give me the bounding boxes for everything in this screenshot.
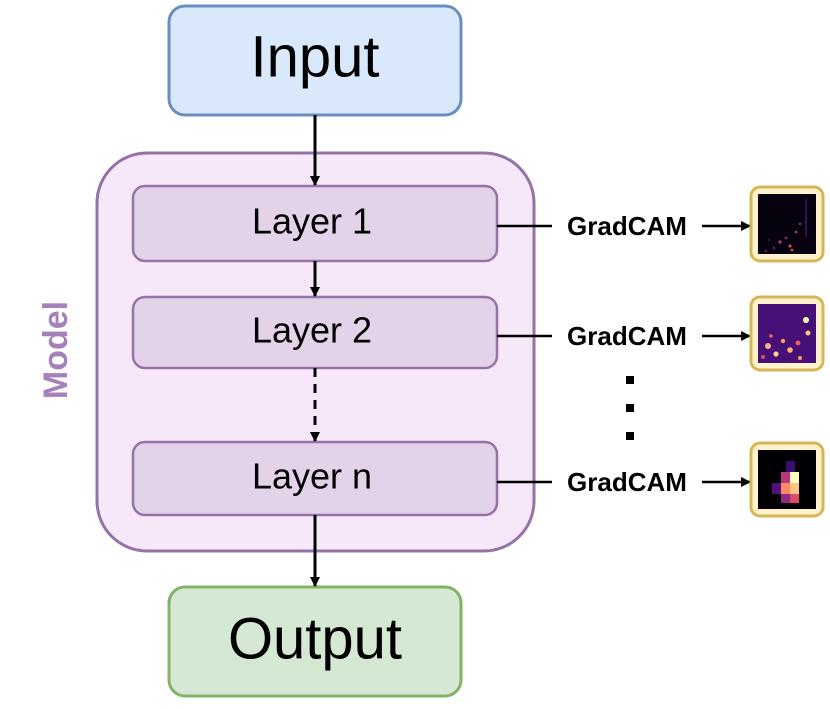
gradcam-label-1: GradCAM xyxy=(567,211,687,241)
gradcam-label-2: GradCAM xyxy=(567,321,687,351)
heatmap-thumbnail-1 xyxy=(749,185,825,263)
heatmap-thumbnail-n xyxy=(749,441,825,518)
heatmap-thumbnail-2 xyxy=(749,295,825,372)
input-label: Input xyxy=(251,24,380,89)
model-label: Model xyxy=(37,301,75,399)
vertical-ellipsis-icon xyxy=(626,376,634,440)
output-label: Output xyxy=(228,606,402,671)
gradcam-label-n: GradCAM xyxy=(567,467,687,497)
output-box xyxy=(167,585,463,698)
layer-2-label: Layer 2 xyxy=(252,310,372,351)
layer-n-label: Layer n xyxy=(252,456,372,497)
layer-1-label: Layer 1 xyxy=(252,201,372,242)
